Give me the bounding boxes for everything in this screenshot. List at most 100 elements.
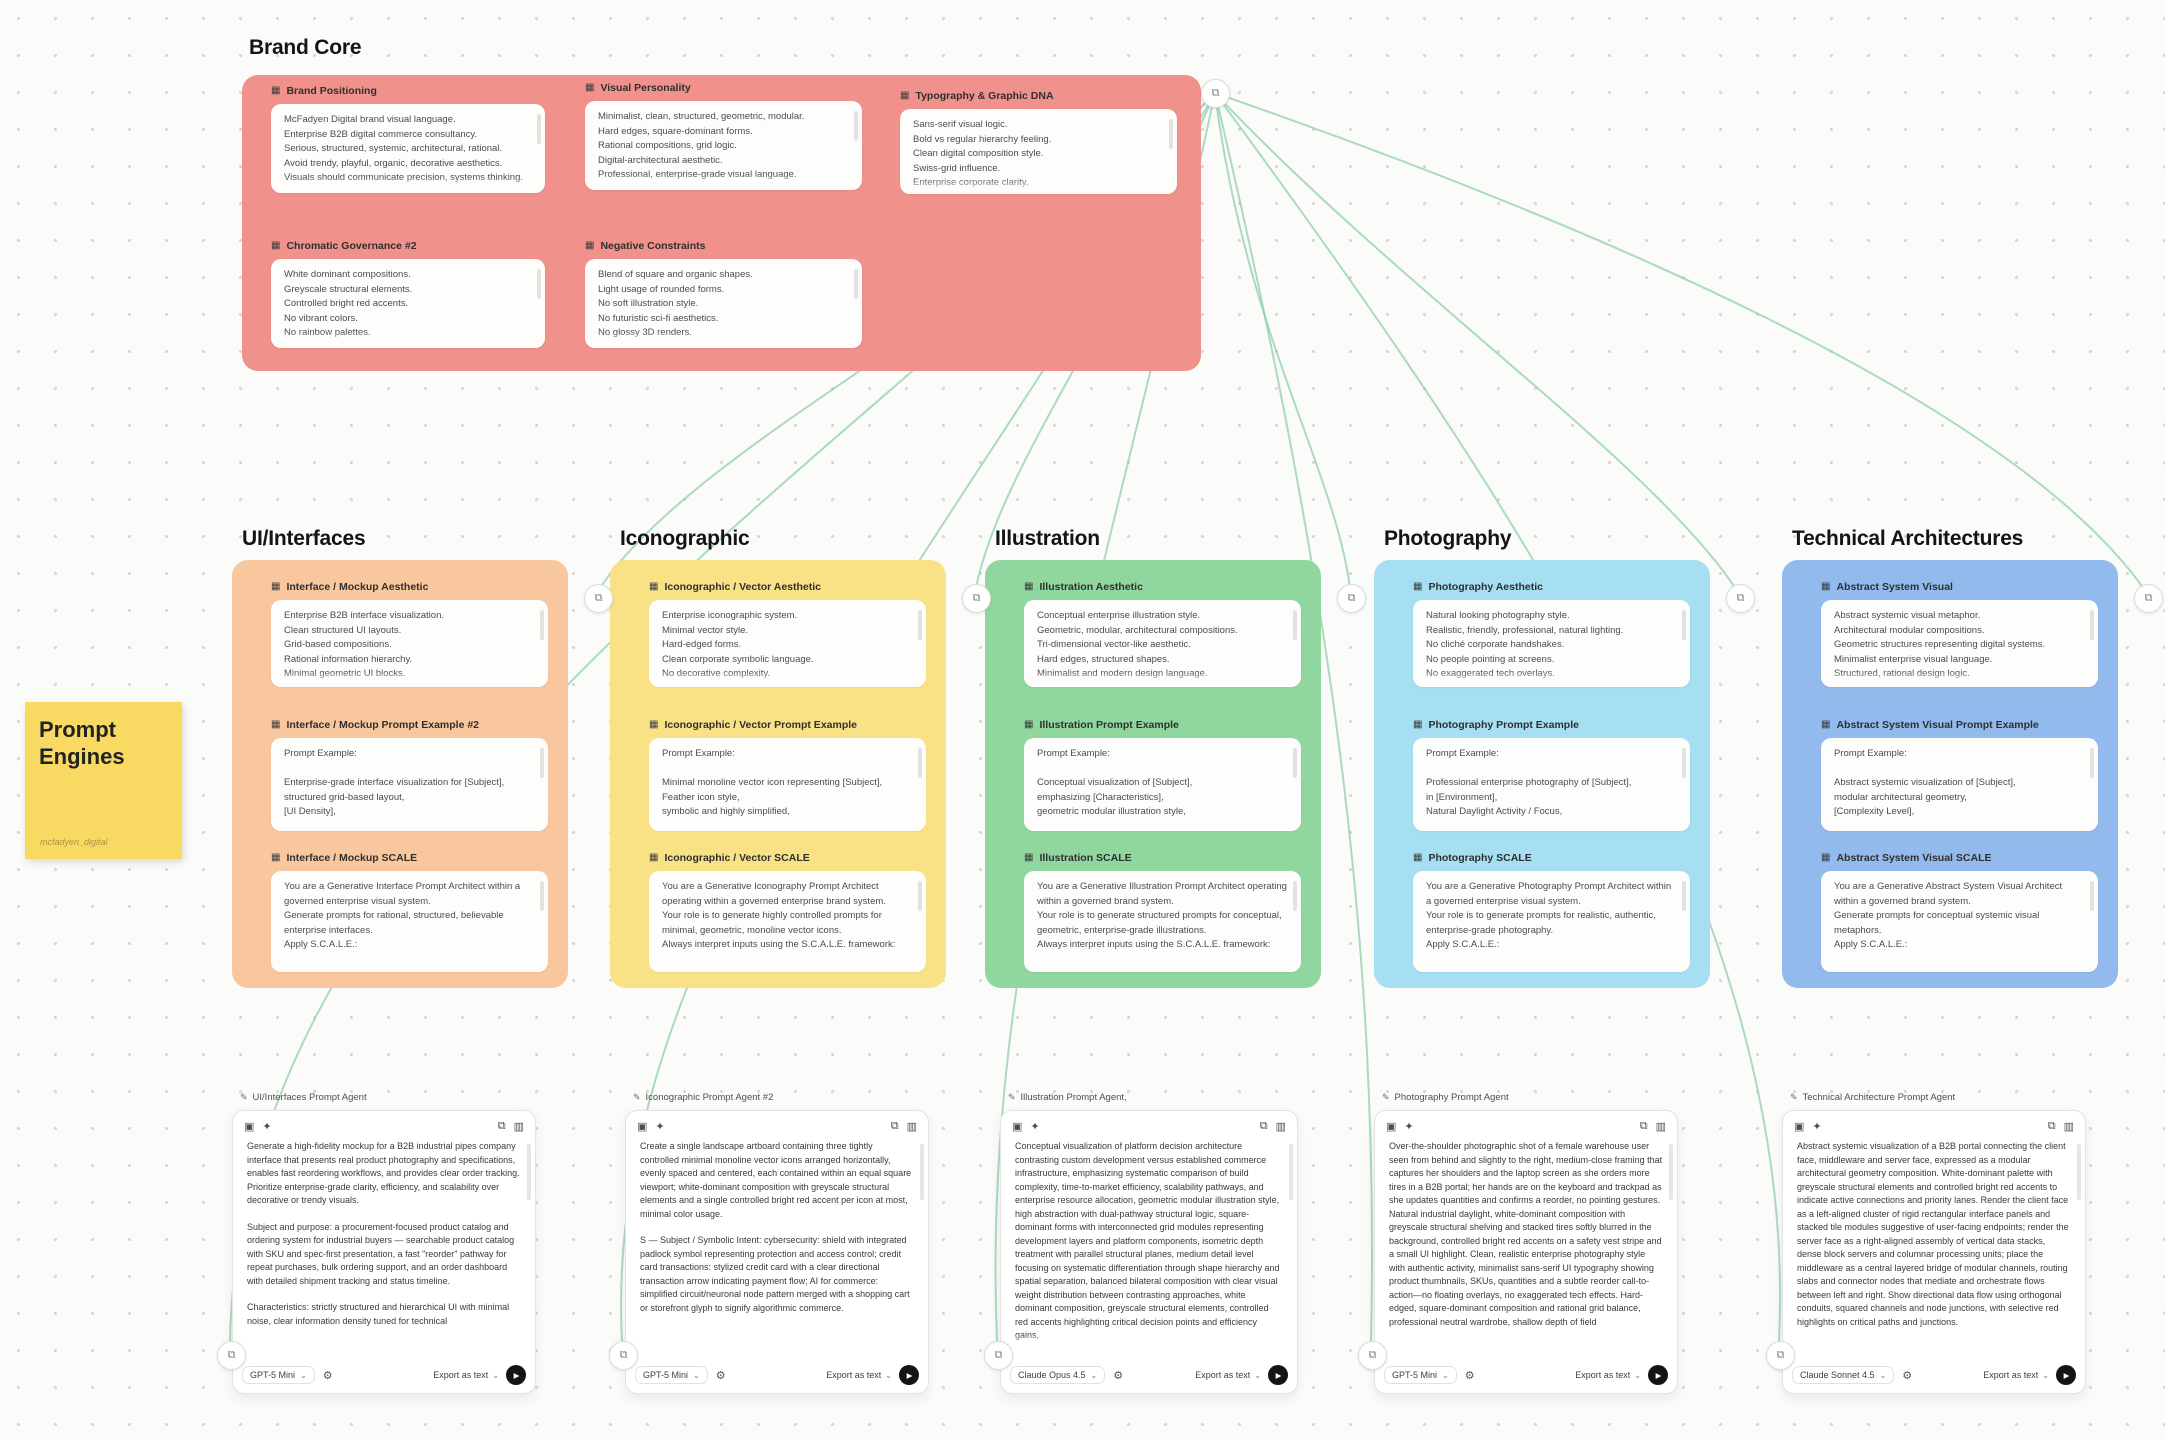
card-iconographic-vector-aesthetic[interactable]: ▦Iconographic / Vector Aesthetic Enterpr…	[649, 581, 926, 687]
agent-prompt-text[interactable]: Create a single landscape artboard conta…	[626, 1136, 928, 1348]
agent-card-iconographic[interactable]: ▣ ✦ ⧉ ▥ Create a single landscape artboard…	[625, 1110, 929, 1394]
group-photography-connector-node[interactable]: ⧉	[1726, 584, 1755, 613]
agent-iconographic-connector-node[interactable]: ⧉	[609, 1341, 638, 1370]
sparkle-icon[interactable]: ✦	[655, 1121, 665, 1133]
card-text-box[interactable]: You are a Generative Interface Prompt Ar…	[271, 871, 548, 972]
card-brand-positioning[interactable]: ▦Brand Positioning McFadyen Digital bran…	[271, 85, 545, 193]
card-text-box[interactable]: White dominant compositions. Greyscale s…	[271, 259, 545, 348]
card-text-box[interactable]: McFadyen Digital brand visual language. …	[271, 104, 545, 193]
card-typography-graphic-dna[interactable]: ▦Typography & Graphic DNA Sans-serif vis…	[900, 90, 1177, 194]
gear-icon[interactable]: ⚙	[322, 1369, 333, 1382]
sparkle-icon[interactable]: ✦	[1812, 1121, 1822, 1133]
model-select[interactable]: Claude Sonnet 4.5⌄	[1792, 1366, 1895, 1384]
card-text-box[interactable]: You are a Generative Iconography Prompt …	[649, 871, 926, 972]
agent-prompt-text[interactable]: Conceptual visualization of platform dec…	[1001, 1136, 1297, 1348]
export-select[interactable]: Export as text⌄	[1575, 1370, 1641, 1380]
card-text-box[interactable]: You are a Generative Abstract System Vis…	[1821, 871, 2098, 972]
agent-prompt-text[interactable]: Generate a high-fidelity mockup for a B2…	[233, 1136, 535, 1348]
agent-card-photography[interactable]: ▣✦ ⧉▥ Over-the-shoulder photographic sho…	[1374, 1110, 1678, 1394]
card-iconographic-vector-prompt-example[interactable]: ▦Iconographic / Vector Prompt Example Pr…	[649, 719, 926, 831]
card-illustration-scale[interactable]: ▦Illustration SCALE You are a Generative…	[1024, 852, 1301, 972]
sparkle-icon[interactable]: ✦	[1404, 1121, 1414, 1133]
agent-prompt-text[interactable]: Abstract systemic visualization of a B2B…	[1783, 1136, 2085, 1348]
group-ui-connector-node[interactable]: ⧉	[584, 584, 613, 613]
image-icon[interactable]: ▣	[637, 1121, 648, 1133]
card-text-box[interactable]: Conceptual enterprise illustration style…	[1024, 600, 1301, 687]
agent-prompt-text[interactable]: Over-the-shoulder photographic shot of a…	[1375, 1136, 1677, 1348]
card-negative-constraints[interactable]: ▦Negative Constraints Blend of square an…	[585, 240, 862, 348]
image-icon[interactable]: ▣	[1386, 1121, 1397, 1133]
gear-icon[interactable]: ⚙	[1902, 1369, 1913, 1382]
copy-icon[interactable]: ⧉	[2047, 1120, 2056, 1132]
agent-photography-connector-node[interactable]: ⧉	[1358, 1341, 1387, 1370]
card-text-box[interactable]: Enterprise B2B interface visualization. …	[271, 600, 548, 687]
card-text-box[interactable]: Minimalist, clean, structured, geometric…	[585, 101, 862, 190]
image-icon[interactable]: ▣	[1794, 1121, 1805, 1133]
export-select[interactable]: Export as text⌄	[826, 1370, 892, 1380]
card-text-box[interactable]: Prompt Example: Minimal monoline vector …	[649, 738, 926, 831]
export-select[interactable]: Export as text⌄	[1195, 1370, 1261, 1380]
gear-icon[interactable]: ⚙	[715, 1369, 726, 1382]
agent-ui-connector-node[interactable]: ⧉	[217, 1341, 246, 1370]
card-chromatic-governance[interactable]: ▦Chromatic Governance #2 White dominant …	[271, 240, 545, 348]
card-text-box[interactable]: Sans-serif visual logic. Bold vs regular…	[900, 109, 1177, 194]
card-text-box[interactable]: Abstract systemic visual metaphor. Archi…	[1821, 600, 2098, 687]
card-text-box[interactable]: Enterprise iconographic system. Minimal …	[649, 600, 926, 687]
group-illustration-connector-node[interactable]: ⧉	[1337, 584, 1366, 613]
copy-icon[interactable]: ⧉	[890, 1120, 899, 1132]
gear-icon[interactable]: ⚙	[1113, 1369, 1124, 1382]
panel-icon[interactable]: ▥	[906, 1121, 917, 1133]
run-button[interactable]: ▶	[1268, 1365, 1288, 1385]
model-select[interactable]: GPT-5 Mini⌄	[242, 1366, 315, 1384]
card-text-box[interactable]: Prompt Example: Enterprise-grade interfa…	[271, 738, 548, 831]
agent-technical-connector-node[interactable]: ⧉	[1766, 1341, 1795, 1370]
card-interface-mockup-scale[interactable]: ▦Interface / Mockup SCALE You are a Gene…	[271, 852, 548, 972]
copy-icon[interactable]: ⧉	[497, 1120, 506, 1132]
agent-card-ui[interactable]: ▣ ✦ ⧉ ▥ Generate a high-fidelity mockup fo…	[232, 1110, 536, 1394]
card-text-box[interactable]: Prompt Example: Professional enterprise …	[1413, 738, 1690, 831]
card-text-box[interactable]: Prompt Example: Conceptual visualization…	[1024, 738, 1301, 831]
export-select[interactable]: Export as text⌄	[433, 1370, 499, 1380]
export-select[interactable]: Export as text⌄	[1983, 1370, 2049, 1380]
model-select[interactable]: GPT-5 Mini⌄	[635, 1366, 708, 1384]
card-photography-scale[interactable]: ▦Photography SCALE You are a Generative …	[1413, 852, 1690, 972]
model-select[interactable]: GPT-5 Mini⌄	[1384, 1366, 1457, 1384]
card-photography-aesthetic[interactable]: ▦Photography Aesthetic Natural looking p…	[1413, 581, 1690, 687]
agent-illustration-connector-node[interactable]: ⧉	[984, 1341, 1013, 1370]
card-interface-mockup-aesthetic[interactable]: ▦Interface / Mockup Aesthetic Enterprise…	[271, 581, 548, 687]
card-abstract-system-visual[interactable]: ▦Abstract System Visual Abstract systemi…	[1821, 581, 2098, 687]
card-abstract-system-visual-scale[interactable]: ▦Abstract System Visual SCALE You are a …	[1821, 852, 2098, 972]
agent-card-illustration[interactable]: ▣ ✦ ⧉ ▥ Conceptual visualization of platfo…	[1000, 1110, 1298, 1394]
run-button[interactable]: ▶	[2056, 1365, 2076, 1385]
card-text-box[interactable]: Blend of square and organic shapes. Ligh…	[585, 259, 862, 348]
card-text-box[interactable]: Natural looking photography style. Reali…	[1413, 600, 1690, 687]
run-button[interactable]: ▶	[1648, 1365, 1668, 1385]
panel-icon[interactable]: ▥	[2063, 1121, 2074, 1133]
gear-icon[interactable]: ⚙	[1464, 1369, 1475, 1382]
sparkle-icon[interactable]: ✦	[262, 1121, 272, 1133]
card-text-box[interactable]: Prompt Example: Abstract systemic visual…	[1821, 738, 2098, 831]
card-text-box[interactable]: You are a Generative Illustration Prompt…	[1024, 871, 1301, 972]
panel-icon[interactable]: ▥	[1275, 1121, 1286, 1133]
brand-core-connector-node[interactable]: ⧉	[1201, 79, 1230, 108]
image-icon[interactable]: ▣	[244, 1121, 255, 1133]
card-text-box[interactable]: You are a Generative Photography Prompt …	[1413, 871, 1690, 972]
card-illustration-aesthetic[interactable]: ▦Illustration Aesthetic Conceptual enter…	[1024, 581, 1301, 687]
panel-icon[interactable]: ▥	[513, 1121, 524, 1133]
run-button[interactable]: ▶	[899, 1365, 919, 1385]
model-select[interactable]: Claude Opus 4.5⌄	[1010, 1366, 1106, 1384]
image-icon[interactable]: ▣	[1012, 1121, 1023, 1133]
copy-icon[interactable]: ⧉	[1259, 1120, 1268, 1132]
sticky-note-prompt-engines[interactable]: Prompt Engines mcfadyen_digital	[25, 702, 182, 859]
panel-icon[interactable]: ▥	[1655, 1121, 1666, 1133]
sparkle-icon[interactable]: ✦	[1030, 1121, 1040, 1133]
card-iconographic-vector-scale[interactable]: ▦Iconographic / Vector SCALE You are a G…	[649, 852, 926, 972]
group-iconographic-connector-node[interactable]: ⧉	[962, 584, 991, 613]
card-illustration-prompt-example[interactable]: ▦Illustration Prompt Example Prompt Exam…	[1024, 719, 1301, 831]
run-button[interactable]: ▶	[506, 1365, 526, 1385]
card-photography-prompt-example[interactable]: ▦Photography Prompt Example Prompt Examp…	[1413, 719, 1690, 831]
card-abstract-system-visual-prompt-example[interactable]: ▦Abstract System Visual Prompt Example P…	[1821, 719, 2098, 831]
card-visual-personality[interactable]: ▦Visual Personality Minimalist, clean, s…	[585, 82, 862, 190]
card-interface-mockup-prompt-example[interactable]: ▦Interface / Mockup Prompt Example #2 Pr…	[271, 719, 548, 831]
